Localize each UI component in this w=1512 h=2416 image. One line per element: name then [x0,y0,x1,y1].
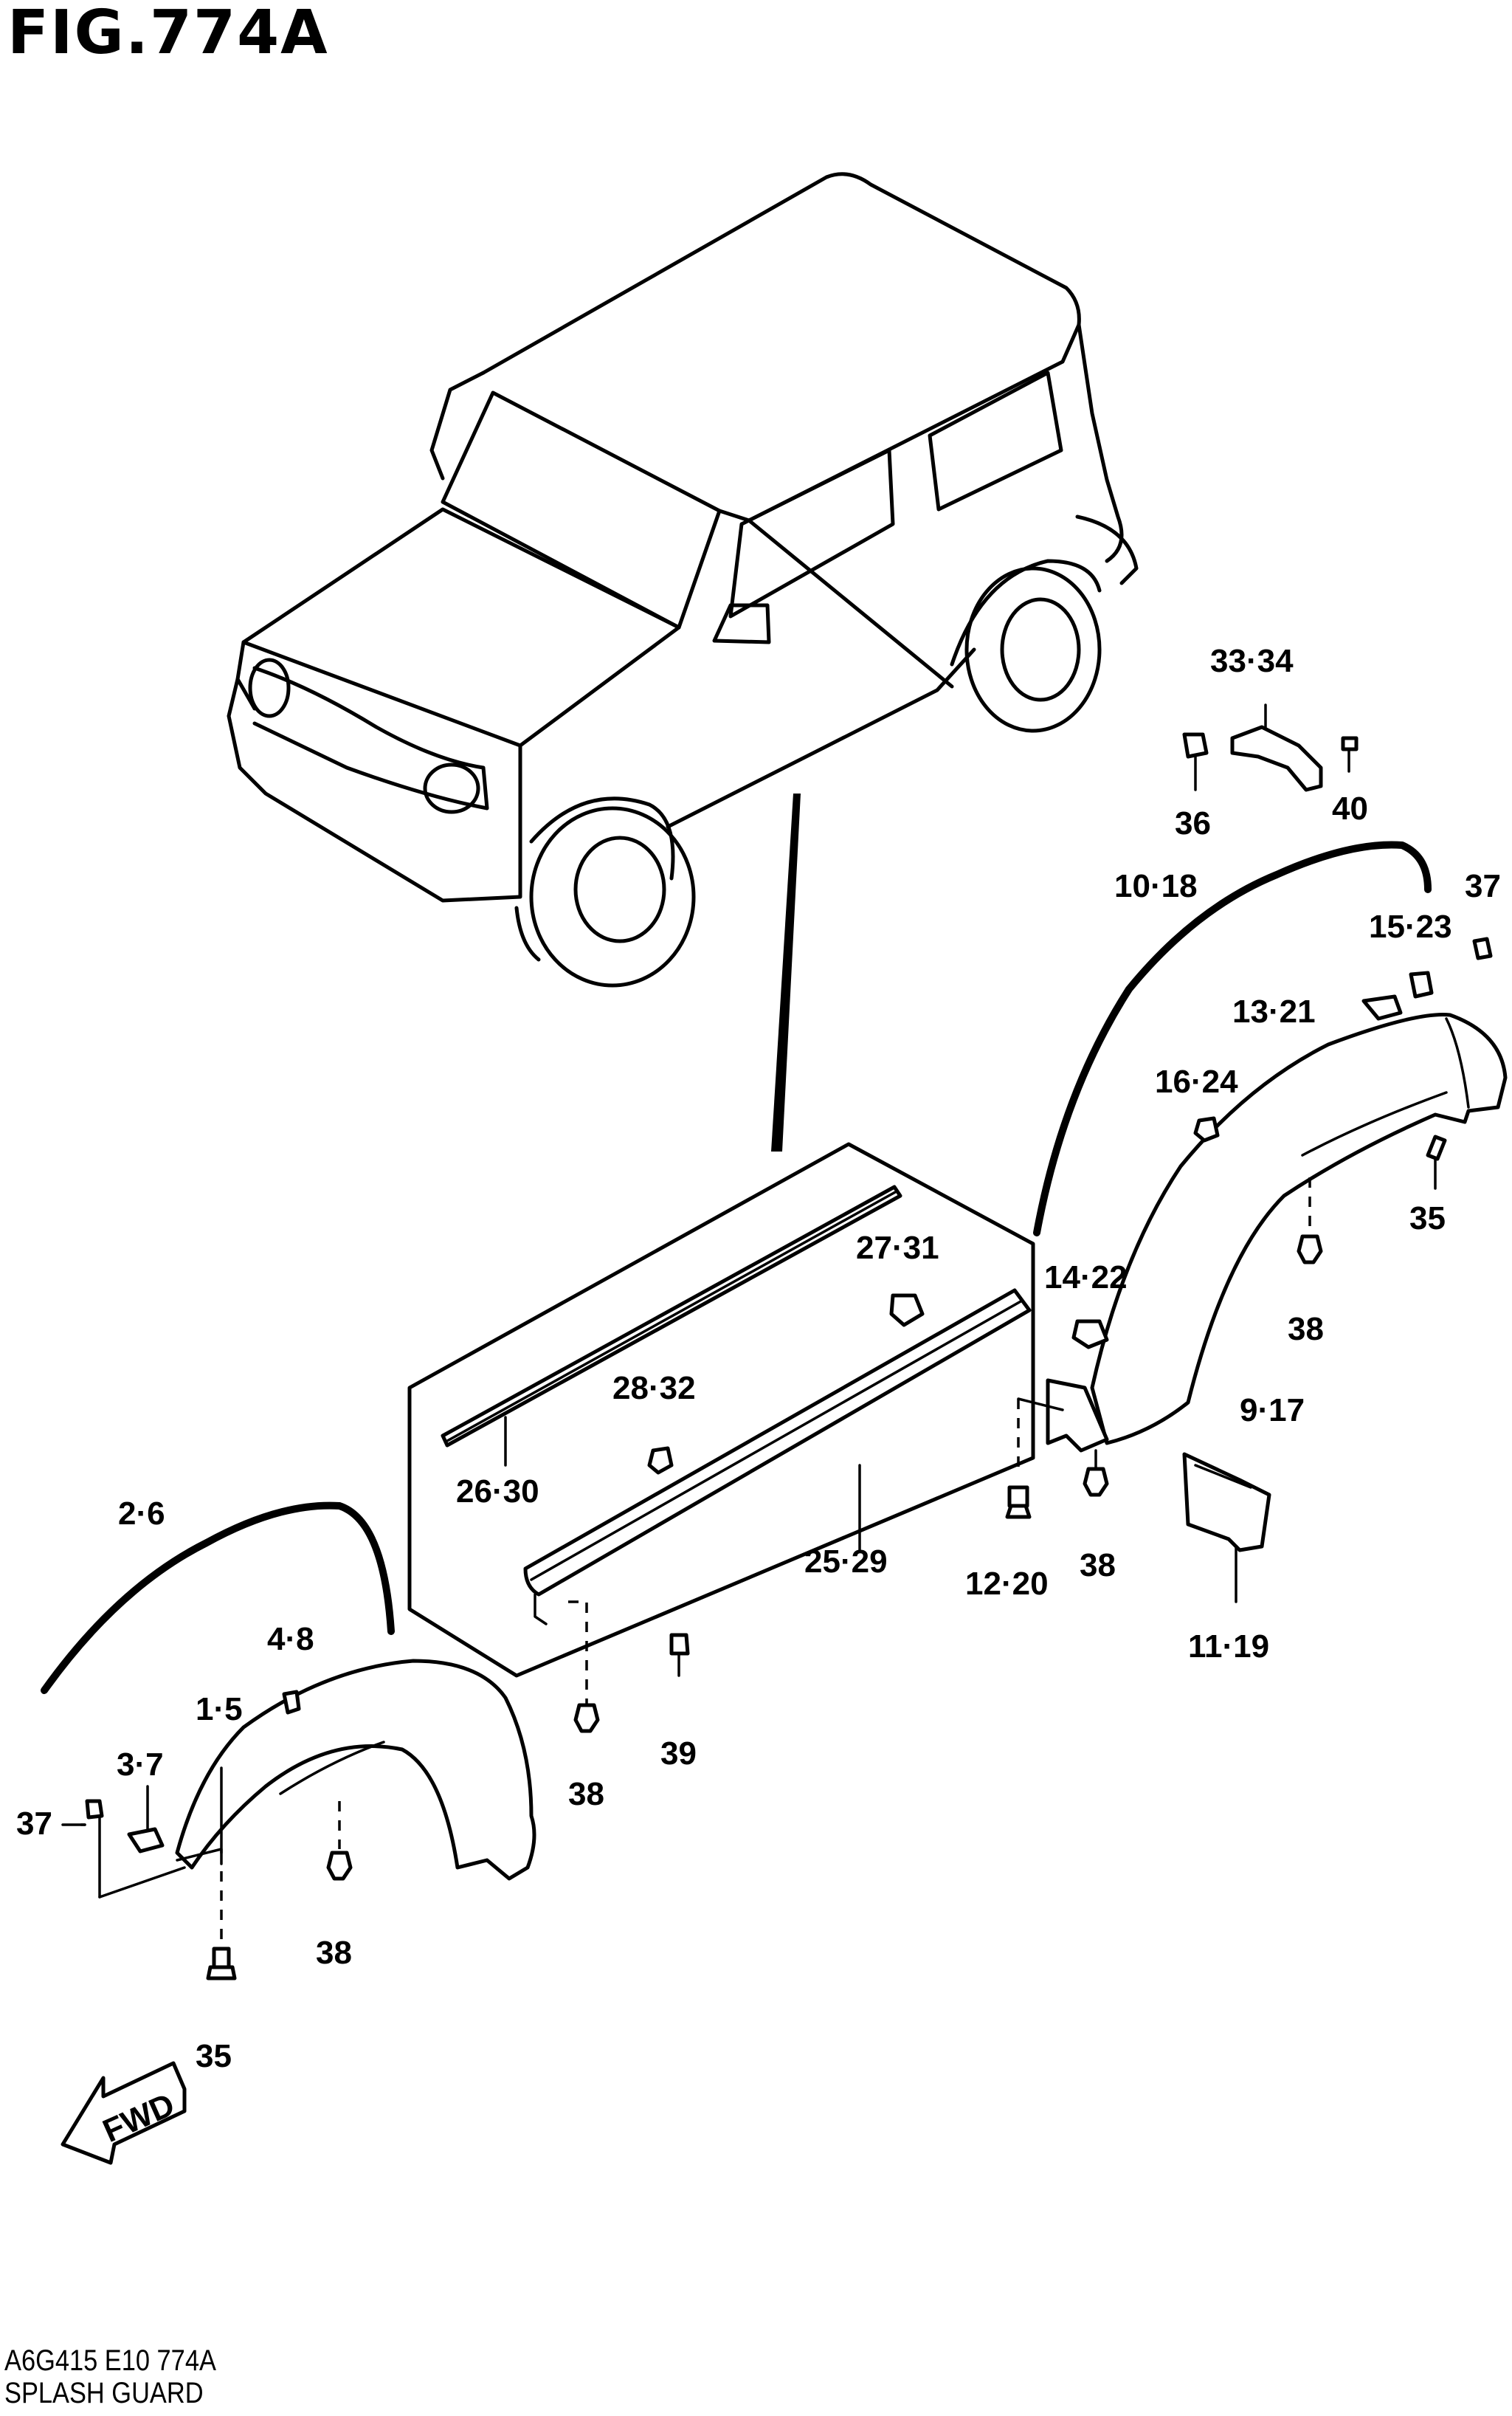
callout-3-7: 3·7 [117,1746,164,1783]
callout-27-31: 27·31 [856,1230,939,1266]
callout-38-mid: 38 [1080,1547,1116,1583]
callout-4-8: 4·8 [267,1621,314,1657]
callout-37-left: 37 [16,1806,52,1842]
callout-10-18: 10·18 [1114,868,1198,904]
callout-28-32: 28·32 [612,1370,696,1406]
callout-37-right: 37 [1465,868,1501,904]
figure-code: A6G415 E10 774A [4,2344,216,2377]
side-sill-box [407,1142,1035,1705]
callout-38-left: 38 [316,1935,352,1971]
callout-13-21: 13·21 [1232,994,1316,1030]
callout-16-24: 16·24 [1155,1064,1238,1100]
callout-14-22: 14·22 [1044,1259,1128,1295]
callout-11-19: 11·19 [1188,1628,1269,1665]
callout-labels: 33·34 36 40 10·18 37 15·23 13·21 16·24 3… [16,643,1501,2074]
vehicle-illustration [227,172,1139,1152]
callout-38-right: 38 [1288,1311,1324,1347]
callout-12-20: 12·20 [965,1566,1049,1602]
callout-9-17: 9·17 [1240,1392,1305,1428]
front-fender-assembly [41,1501,690,1980]
callout-40: 40 [1332,791,1368,827]
callout-38-inner: 38 [568,1776,604,1812]
callout-33-34: 33·34 [1210,643,1294,679]
callout-39: 39 [660,1735,697,1772]
callout-15-23: 15·23 [1369,909,1452,945]
callout-35-right: 35 [1409,1200,1446,1236]
callout-25-29: 25·29 [804,1543,888,1580]
callout-2-6: 2·6 [118,1496,165,1532]
callout-26-30: 26·30 [456,1473,539,1510]
rear-fender-assembly [1005,703,1508,1603]
figure-name: SPLASH GUARD [4,2377,204,2409]
fwd-arrow: FWD [61,2061,187,2165]
callout-35-left: 35 [196,2038,232,2074]
figure-title: FIG.774A [7,0,329,68]
callout-1-5: 1·5 [196,1691,243,1727]
callout-36: 36 [1175,805,1211,842]
